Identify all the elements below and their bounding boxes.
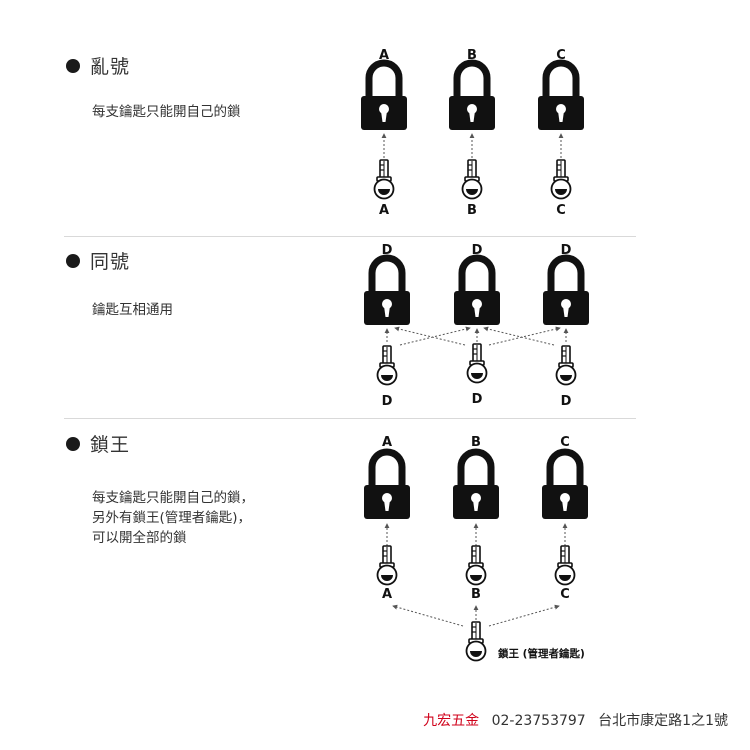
key-icon — [461, 159, 483, 200]
section-3-description: 每支鑰匙只能開自己的鎖， 另外有鎖王(管理者鑰匙)， 可以開全部的鎖 — [92, 490, 254, 546]
key-icon — [466, 343, 488, 384]
padlock-icon — [538, 63, 584, 130]
section-title-text: 鎖王 — [90, 434, 131, 456]
bullet-icon — [66, 58, 80, 73]
footer: 九宏五金 02-23753797 台北市康定路1之1號 — [423, 710, 728, 730]
key-icon — [554, 545, 576, 586]
key-label: D — [382, 394, 393, 409]
divider — [64, 236, 636, 237]
section-1-diagram: A B C A B C — [361, 48, 584, 218]
lock-label: A — [379, 48, 389, 63]
key-label: C — [556, 203, 566, 218]
arrow — [488, 604, 560, 627]
arrow — [483, 326, 555, 346]
footer-phone: 02-23753797 — [491, 713, 586, 729]
key-icon — [555, 345, 577, 386]
lock-label: C — [560, 435, 570, 450]
footer-address: 台北市康定路1之1號 — [598, 713, 728, 729]
section-3-title: 鎖王 — [66, 430, 130, 457]
section-title-text: 同號 — [90, 251, 131, 273]
lock-key-diagram: A B C A B C D D D D D — [0, 48, 750, 662]
divider — [64, 418, 636, 419]
padlock-icon — [542, 452, 588, 519]
footer-brand: 九宏五金 — [423, 713, 480, 729]
key-icon — [376, 545, 398, 586]
arrow — [394, 326, 466, 346]
bullet-icon — [66, 436, 80, 451]
section-1-title: 亂號 — [66, 52, 130, 79]
key-icon — [465, 545, 487, 586]
padlock-icon — [364, 258, 410, 325]
section-2-diagram: D D D D D D — [364, 243, 589, 409]
key-icon — [373, 159, 395, 200]
lock-label: B — [467, 48, 477, 63]
arrow — [399, 326, 471, 346]
lock-label: B — [471, 435, 481, 450]
section-1-description: 每支鑰匙只能開自己的鎖 — [92, 104, 241, 120]
lock-label: C — [556, 48, 566, 63]
section-2-title: 同號 — [66, 247, 130, 274]
key-icon — [550, 159, 572, 200]
key-label: B — [467, 203, 477, 218]
key-label: C — [560, 587, 570, 602]
padlock-icon — [449, 63, 495, 130]
lock-label: A — [382, 435, 392, 450]
key-label: D — [472, 392, 483, 407]
key-label: B — [471, 587, 481, 602]
lock-label: D — [561, 243, 572, 258]
key-label: D — [561, 394, 572, 409]
master-key-label: 鎖王 (管理者鑰匙) — [498, 647, 585, 660]
padlock-icon — [361, 63, 407, 130]
padlock-icon — [453, 452, 499, 519]
lock-label: D — [382, 243, 393, 258]
section-title-text: 亂號 — [90, 56, 131, 78]
section-2-description: 鑰匙互相通用 — [92, 302, 173, 318]
padlock-icon — [364, 452, 410, 519]
arrow — [392, 604, 464, 627]
key-icon — [376, 345, 398, 386]
key-label: A — [382, 587, 392, 602]
key-label: A — [379, 203, 389, 218]
lock-label: D — [472, 243, 483, 258]
bullet-icon — [66, 253, 80, 268]
padlock-icon — [543, 258, 589, 325]
arrow — [488, 326, 561, 346]
master-key-icon — [465, 621, 487, 662]
section-3-diagram: A B C A B C 鎖王 (管理者鑰匙) — [364, 435, 588, 662]
padlock-icon — [454, 258, 500, 325]
